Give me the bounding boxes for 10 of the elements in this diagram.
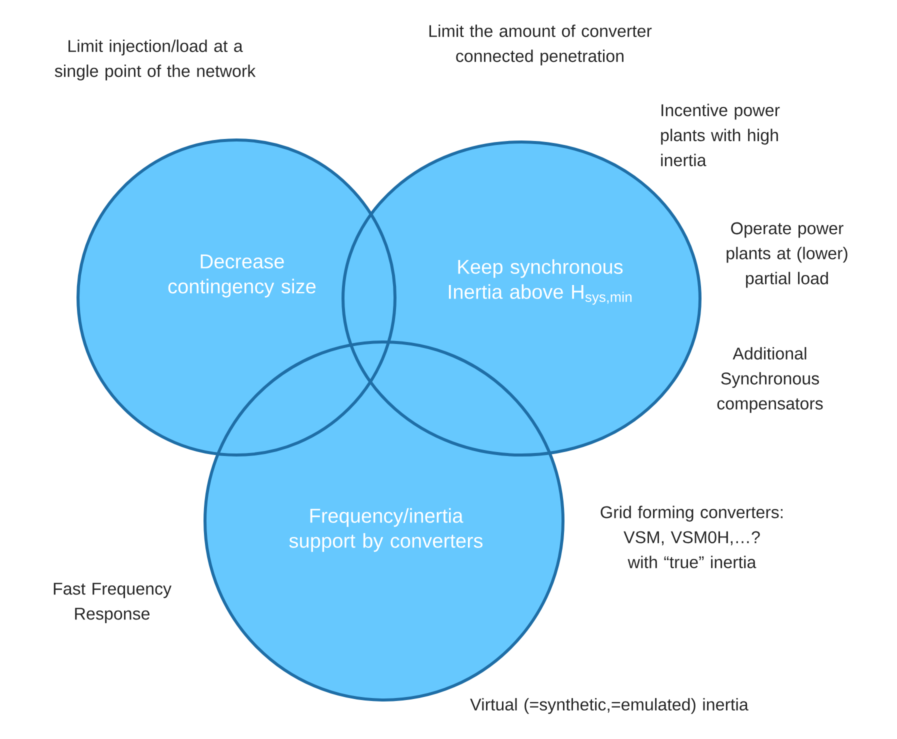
annotation-text: Grid forming converters: VSM, VSM0H,…? with “true” inertia	[600, 506, 783, 568]
node-label: Decrease contingency size	[168, 254, 316, 298]
annotation-text: Operate power plants at (lower) partial load	[726, 222, 848, 288]
node-label: Keep synchronous Inertia above H$_{sys,min}$	[448, 259, 632, 305]
annotation-text: Limit injection/load at a single point of the network	[54, 40, 256, 80]
annotation-text: Limit the amount of converter connected penetration	[429, 24, 652, 66]
annotation-text: Fast Frequency Response	[54, 582, 172, 624]
node-label: Frequency/inertia support by converters	[289, 508, 483, 552]
annotation-text: Virtual (=synthetic,=emulated) inertia	[470, 698, 748, 714]
annotation-text: Additional Synchronous compensators	[717, 347, 823, 413]
